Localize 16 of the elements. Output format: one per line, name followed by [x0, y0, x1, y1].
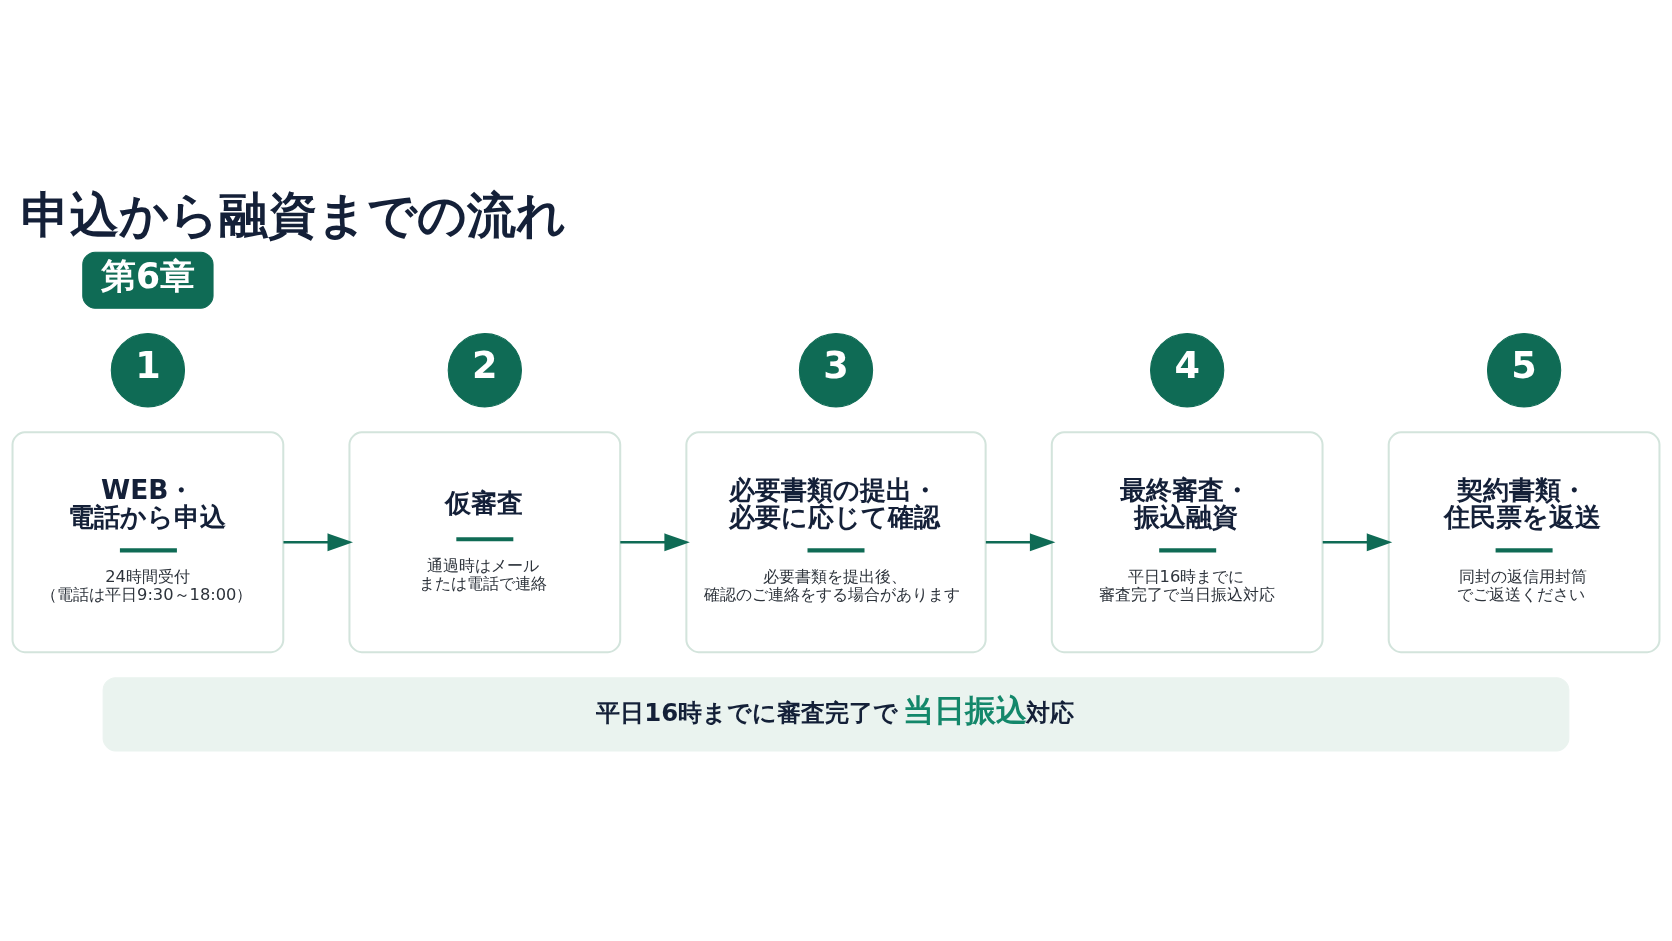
node-box: 仮審査 通過時はメールまたは電話で連絡 [348, 431, 622, 654]
arrow [620, 533, 690, 552]
node-box: WEB・電話から申込 24時間受付（電話は平日9:30～18:00） [11, 431, 285, 654]
node-box: 必要書類の提出・必要に応じて確認 必要書類を提出後、確認のご連絡をする場合があります [685, 431, 987, 654]
node-box: 最終審査・振込融資 平日16時までに審査完了で当日振込対応 [1050, 431, 1324, 654]
node-circle: 5 [1486, 333, 1562, 408]
node-circle: 1 [110, 333, 186, 408]
node-circle: 4 [1150, 333, 1225, 408]
arrow [283, 533, 353, 552]
node-circle: 3 [798, 333, 874, 408]
arrow [985, 533, 1056, 552]
node-box: 契約書類・住民票を返送 同封の返信用封筒でご返送ください [1387, 431, 1661, 654]
node-box: 第6章 [82, 251, 214, 309]
diagram-title: 申込から融資までの流れ [20, 187, 566, 245]
arrow [1322, 533, 1393, 552]
node-circle: 2 [447, 333, 522, 408]
